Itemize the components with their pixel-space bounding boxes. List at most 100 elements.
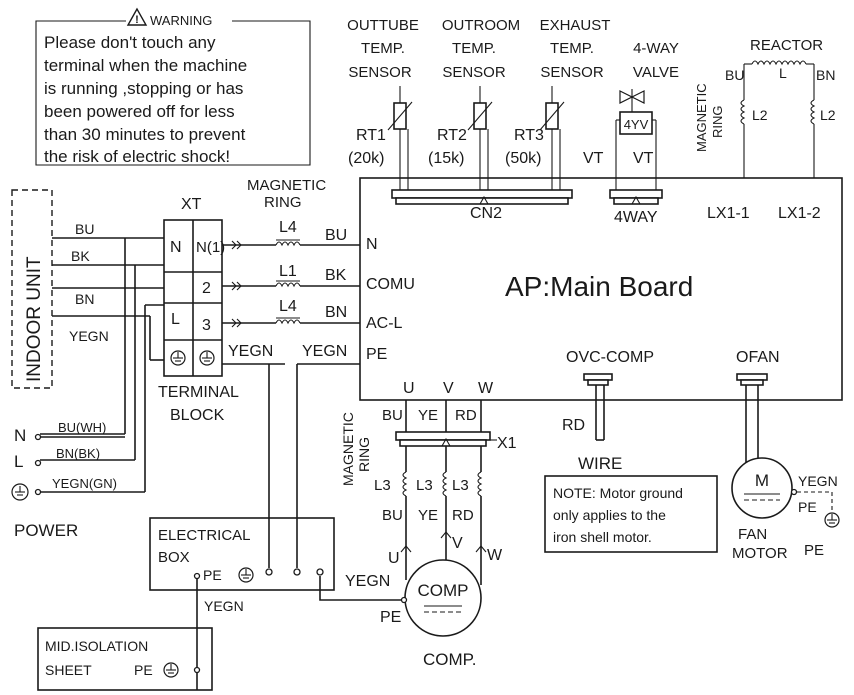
ground-icon [170,350,186,366]
valve-label-1: 4-WAY [633,40,679,57]
board-lx2-label: LX1-2 [778,205,821,222]
four-way-valve: 4YV VT VT [583,89,657,190]
indoor-yegn-label: YEGN [69,328,109,344]
fan-motor: M YEGN PE FAN MOTOR PE [731,373,840,562]
input-ring-bn: BN [325,304,347,321]
rt1-value: (20k) [348,150,384,167]
input-magnetic-ring: MAGNETIC RING L4 L1 L4 BU BK BN YEGN YEG… [222,177,360,568]
exhaust-label-3: SENSOR [540,64,604,81]
vt-left-label: VT [583,150,604,167]
warning-box: ! WARNING Please don't touch any termina… [35,7,311,166]
terminal-block-label-1: TERMINAL [158,384,239,401]
reactor-bu: BU [725,67,744,83]
input-ring-l1: L1 [279,263,297,280]
warning-icon: ! [126,7,148,26]
ground-icon [199,350,215,366]
comp-ye-top: YE [418,407,438,424]
power-yegn: YEGN(GN) [52,476,117,491]
ebox-label-2: BOX [158,549,190,566]
rt2-value: (15k) [428,150,464,167]
power-bk: BN(BK) [56,446,100,461]
warning-line-5: than 30 minutes to prevent [44,125,246,144]
terminal-n: N [170,239,182,256]
indoor-bk-label: BK [71,248,90,264]
ebox-pe-label: PE [203,567,222,583]
board-u-label: U [403,380,415,397]
board-v-label: V [443,380,454,397]
rt3-label: RT3 [514,127,544,144]
ovc-wire-label: WIRE [578,454,622,473]
ovc-wire: RD WIRE [562,373,622,473]
fourway-label: 4WAY [614,209,658,226]
comp-ring-label-1: MAGNETIC [340,412,356,486]
indoor-bn-label: BN [75,291,94,307]
reactor-bn: BN [816,67,835,83]
ground-icon [11,483,29,501]
indoor-unit: INDOOR UNIT [11,189,53,389]
input-ring-yegn: YEGN [302,343,347,360]
ovc-rd-label: RD [562,417,585,434]
valve-label-2: VALVE [633,64,679,81]
main-board [359,177,843,401]
fan-pe2-label: PE [804,542,824,559]
power-n: N [14,426,26,445]
outroom-label-1: OUTROOM [442,17,520,34]
power-l: L [14,452,23,471]
outroom-label-2: TEMP. [452,40,496,57]
terminal-block-label-2: BLOCK [170,407,225,424]
reactor: REACTOR BU BN L L2 L2 MAGNETIC RING [694,37,836,178]
rt3-value: (50k) [505,150,541,167]
exhaust-label-1: EXHAUST [540,17,611,34]
power-inputs: N BU(WH) L BN(BK) YEGN(GN) POWER [11,420,125,540]
comp-l3c: L3 [452,477,469,494]
comp-ring-label-2: RING [356,437,372,472]
warning-title: WARNING [150,13,212,28]
reactor-ring-2: RING [710,106,725,139]
input-ring-label-2: RING [264,194,302,211]
terminal-n1: N(1) [196,239,225,256]
input-ring-bu: BU [325,227,347,244]
indoor-unit-label: INDOOR UNIT [24,256,45,382]
sensor-labels: OUTTUBE TEMP. SENSOR OUTROOM TEMP. SENSO… [347,17,679,81]
terminal-3: 3 [202,317,211,334]
comp-rd-top: RD [455,407,477,424]
comp-bu-top: BU [382,407,403,424]
note-line-3: iron shell motor. [553,529,652,545]
outroom-label-3: SENSOR [442,64,506,81]
warning-line-4: been powered off for less [44,102,235,121]
terminal-yegn: YEGN [228,343,273,360]
board-lx1-label: LX1-1 [707,205,750,222]
ground-icon [238,567,254,583]
terminal-block: XT N N(1) 2 L 3 TERMINAL BLOCK [158,196,239,424]
fan-label-2: MOTOR [732,545,788,562]
xt-label: XT [181,196,202,213]
comp-yegn-label: YEGN [345,573,390,590]
power-bu: BU(WH) [58,420,106,435]
comp-l3a: L3 [374,477,391,494]
reactor-l2-right: L2 [820,107,836,123]
rt1-label: RT1 [356,127,386,144]
board-ofan-label: OFAN [736,349,780,366]
board-acl-label: AC-L [366,315,403,332]
ground-icon [824,512,840,528]
isolation-pe-label: PE [134,662,153,678]
valve-coil-label: 4YV [624,117,649,132]
terminal-2: 2 [202,280,211,297]
comp-u-label: U [388,550,400,567]
note-box: NOTE: Motor ground only applies to the i… [544,475,718,553]
input-ring-l4b: L4 [279,298,297,315]
comp-ye-bot: YE [418,507,438,524]
comp-w-label: W [487,547,503,564]
warning-line-6: the risk of electric shock! [44,147,230,166]
board-n-label: N [366,236,378,253]
rt2-label: RT2 [437,127,467,144]
warning-line-3: is running ,stopping or has [44,79,243,98]
comp-x1-label: X1 [497,435,517,452]
thermistor-rt1 [387,86,413,192]
reactor-ring-1: MAGNETIC [694,83,709,152]
isolation-sheet: MID.ISOLATION SHEET PE [37,627,213,691]
vt-right-label: VT [633,150,654,167]
isolation-line-1: MID.ISOLATION [45,638,148,654]
fan-yegn-label: YEGN [798,473,838,489]
